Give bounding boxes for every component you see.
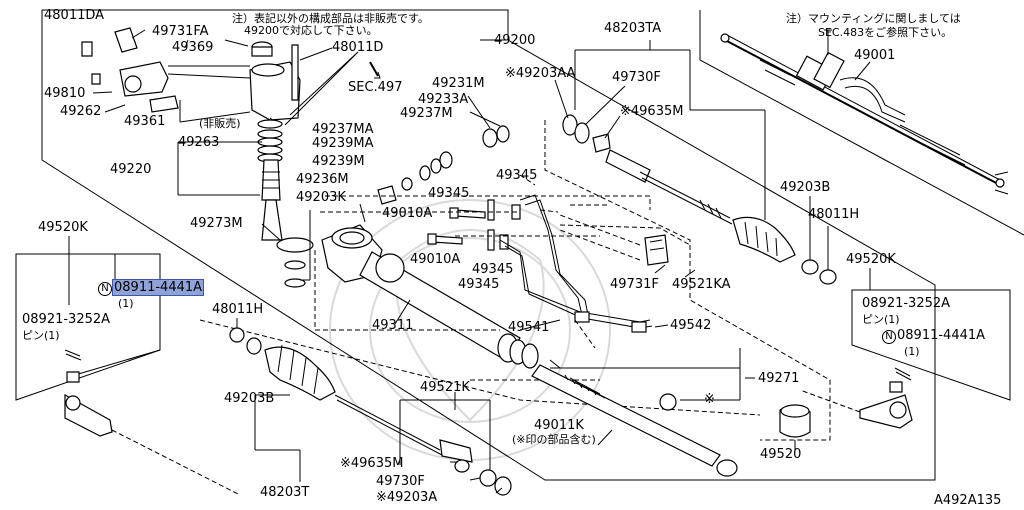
valve-seal-cluster bbox=[377, 125, 510, 205]
qty-left: (1) bbox=[118, 297, 134, 310]
left-tie-rod-end bbox=[64, 349, 241, 496]
part-label-49233A[interactable]: 49233A bbox=[418, 92, 469, 107]
inner-tie-rod-upper bbox=[562, 114, 837, 285]
main-frame-outline bbox=[41, 9, 936, 481]
part-label-49203AA[interactable]: ※49203AA bbox=[505, 66, 576, 81]
part-label-49345-lower-right[interactable]: 49345 bbox=[472, 262, 514, 277]
pinion-valve-housing bbox=[81, 27, 301, 121]
left-tierod-box bbox=[15, 253, 161, 401]
part-label-49263[interactable]: 49263 bbox=[178, 135, 220, 150]
part-label-08921-3252A-right[interactable]: 08921-3252A bbox=[862, 296, 951, 311]
highlighted-part-number[interactable]: 08911-4441A bbox=[111, 279, 205, 296]
part-label-49010A-lower[interactable]: 49010A bbox=[410, 252, 461, 267]
n-symbol-icon: N bbox=[882, 330, 896, 344]
part-label-49001[interactable]: 49001 bbox=[854, 48, 896, 63]
mount-bushing-49520 bbox=[779, 404, 811, 438]
inner-tie-rod-lower bbox=[229, 327, 512, 496]
part-label-49542[interactable]: 49542 bbox=[670, 318, 712, 333]
part-label-49311[interactable]: 49311 bbox=[372, 318, 414, 333]
part-label-49731FA[interactable]: 49731FA bbox=[152, 24, 209, 39]
part-label-49273M[interactable]: 49273M bbox=[190, 216, 243, 231]
section-ref-497[interactable]: SEC.497 bbox=[348, 80, 403, 95]
part-label-49521K[interactable]: 49521K bbox=[420, 380, 470, 395]
part-label-49541[interactable]: 49541 bbox=[508, 320, 550, 335]
part-label-49203B-right[interactable]: 49203B bbox=[780, 180, 831, 195]
part-label-49239M[interactable]: 49239M bbox=[312, 154, 365, 169]
part-label-49345-upper[interactable]: 49345 bbox=[428, 186, 470, 201]
part-number-text: 08911-4441A bbox=[897, 328, 986, 343]
part-label-49231M[interactable]: 49231M bbox=[432, 76, 485, 91]
pin-qty-right: ピン(1) bbox=[862, 313, 900, 326]
gear-housing bbox=[321, 224, 539, 369]
part-label-48011H-left[interactable]: 48011H bbox=[212, 302, 264, 317]
not-sold-tag: (非販売) bbox=[199, 117, 241, 130]
part-note-49011K: (※印の部品含む) bbox=[512, 433, 596, 446]
part-label-49730F-upper[interactable]: 49730F bbox=[612, 70, 661, 85]
pinion-shaft-and-seals bbox=[257, 119, 314, 288]
part-label-48011H-right[interactable]: 48011H bbox=[808, 207, 860, 222]
right-tierod-box bbox=[851, 289, 1011, 401]
part-label-49361[interactable]: 49361 bbox=[124, 114, 166, 129]
note-not-sold-line1: 注）表記以外の構成部品は非販売です。 bbox=[232, 12, 429, 25]
banjo-fittings bbox=[427, 199, 521, 251]
part-label-49730F-lower[interactable]: 49730F bbox=[376, 474, 425, 489]
part-label-08921-3252A-left[interactable]: 08921-3252A bbox=[22, 312, 111, 327]
part-label-49521KA[interactable]: 49521KA bbox=[672, 277, 731, 292]
part-label-49011K[interactable]: 49011K bbox=[534, 418, 584, 433]
pin-qty-left: ピン(1) bbox=[22, 329, 60, 342]
part-label-49520K-left[interactable]: 49520K bbox=[38, 220, 88, 235]
note-not-sold-line2: 49200で対応して下さい。 bbox=[244, 24, 378, 37]
part-label-48203TA[interactable]: 48203TA bbox=[604, 21, 662, 36]
part-label-49520K-right[interactable]: 49520K bbox=[846, 252, 896, 267]
asterisk-mark: ※ bbox=[704, 392, 715, 407]
rack-shaft bbox=[531, 364, 738, 477]
clamp-49731F bbox=[644, 234, 669, 266]
part-label-48011DA[interactable]: 48011DA bbox=[44, 8, 105, 23]
part-label-49810[interactable]: 49810 bbox=[44, 86, 86, 101]
part-label-49203K[interactable]: 49203K bbox=[296, 190, 346, 205]
diagram-id: A492A135 bbox=[934, 493, 1002, 508]
assembly-inset-outline bbox=[699, 10, 1024, 236]
part-label-49262[interactable]: 49262 bbox=[60, 104, 102, 119]
part-label-49220[interactable]: 49220 bbox=[110, 162, 152, 177]
part-label-49200[interactable]: 49200 bbox=[494, 33, 536, 48]
steering-gear-assembly bbox=[720, 29, 1009, 195]
right-tie-rod-end bbox=[799, 367, 913, 429]
part-label-49635M-lower[interactable]: ※49635M bbox=[340, 456, 404, 471]
part-label-49345-lower[interactable]: 49345 bbox=[458, 277, 500, 292]
part-label-49520[interactable]: 49520 bbox=[760, 447, 802, 462]
part-label-49010A-upper[interactable]: 49010A bbox=[382, 206, 433, 221]
part-label-49236M[interactable]: 49236M bbox=[296, 172, 349, 187]
part-label-49635M-upper[interactable]: ※49635M bbox=[620, 104, 684, 119]
part-label-49203A-lower[interactable]: ※49203A bbox=[376, 490, 438, 505]
part-label-49271[interactable]: 49271 bbox=[758, 371, 800, 386]
qty-right: (1) bbox=[904, 345, 920, 358]
part-label-49237MA[interactable]: 49237MA bbox=[312, 122, 374, 137]
part-label-49345-upper-right[interactable]: 49345 bbox=[496, 168, 538, 183]
part-label-49369[interactable]: 49369 bbox=[172, 40, 214, 55]
sec-497-arrow bbox=[369, 61, 379, 77]
part-label-49203B-left[interactable]: 49203B bbox=[224, 391, 275, 406]
part-label-48203T[interactable]: 48203T bbox=[260, 485, 310, 500]
part-label-49237M[interactable]: 49237M bbox=[400, 106, 453, 121]
note-mounting-line2: SEC.483をご参照下さい。 bbox=[818, 26, 953, 39]
n-symbol-icon: N bbox=[98, 282, 112, 296]
part-label-49239MA[interactable]: 49239MA bbox=[312, 136, 374, 151]
part-label-48011D[interactable]: 48011D bbox=[332, 40, 384, 55]
hydraulic-lines bbox=[499, 194, 653, 349]
note-mounting-line1: 注）マウンティングに関しましては bbox=[786, 12, 961, 25]
part-label-49731F[interactable]: 49731F bbox=[610, 277, 659, 292]
